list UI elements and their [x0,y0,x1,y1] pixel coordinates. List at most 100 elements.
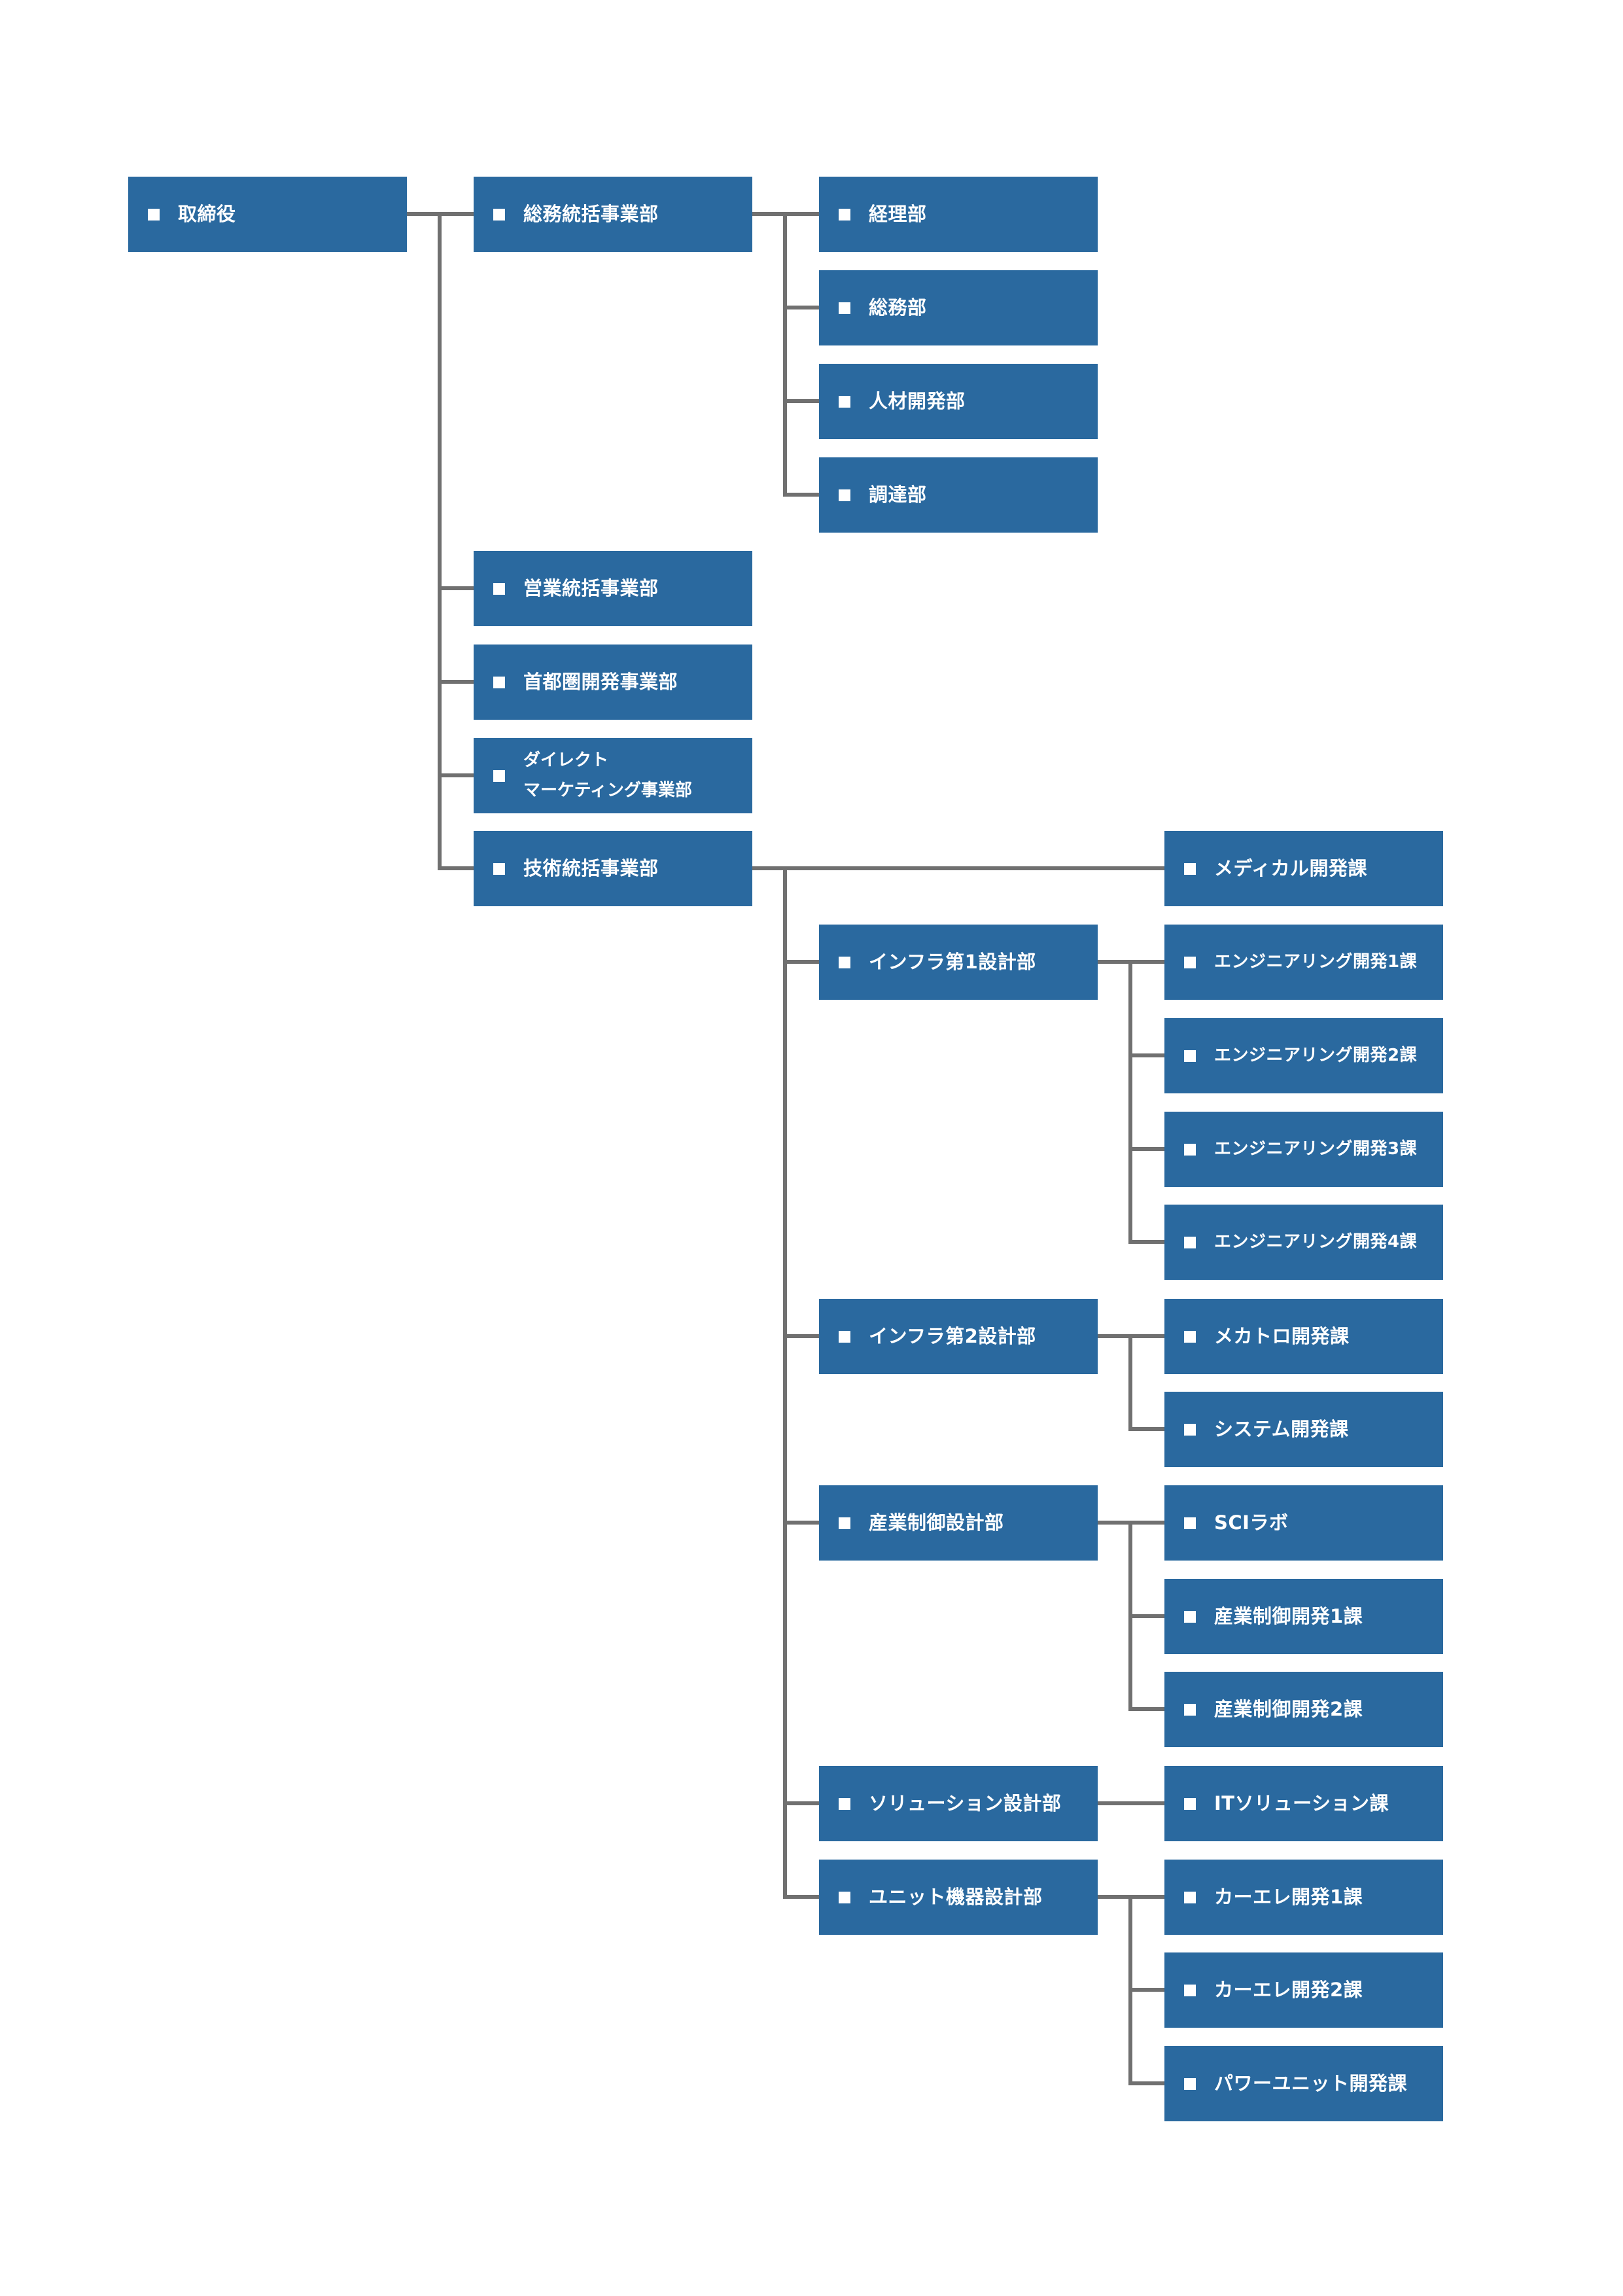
connector [1128,1334,1132,1431]
connector [1128,2081,1164,2085]
org-box-label: 首都圏開発事業部 [523,671,678,694]
connector [1128,1427,1164,1431]
square-bullet-icon [493,769,505,782]
org-box-mechatronics-section: メカトロ開発課 [1164,1299,1443,1374]
connector [783,1895,819,1899]
square-bullet-icon [839,489,850,501]
org-box-car-electronics2-section: カーエレ開発2課 [1164,1952,1443,2028]
org-box-label: 産業制御開発1課 [1214,1605,1363,1628]
connector [438,212,442,868]
square-bullet-icon [1184,1703,1196,1716]
org-box-accounting-dept: 経理部 [819,177,1098,252]
org-box-label: インフラ第2設計部 [869,1325,1036,1348]
org-box-car-electronics1-section: カーエレ開発1課 [1164,1860,1443,1935]
org-box-technology-division: 技術統括事業部 [474,831,752,906]
square-bullet-icon [1184,1236,1196,1248]
org-box-metro-division: 首都圏開発事業部 [474,645,752,720]
org-box-label: 技術統括事業部 [523,857,659,880]
square-bullet-icon [839,1330,850,1343]
org-box-label: 産業制御設計部 [869,1511,1004,1534]
square-bullet-icon [839,395,850,408]
square-bullet-icon [839,1797,850,1810]
connector [438,680,474,684]
connector [1128,1334,1164,1338]
square-bullet-icon [839,302,850,314]
square-bullet-icon [1184,1984,1196,1996]
org-box-industrial2-section: 産業制御開発2課 [1164,1672,1443,1747]
square-bullet-icon [148,208,160,221]
connector [1096,1521,1132,1525]
square-bullet-icon [1184,1423,1196,1436]
connector [783,212,787,495]
org-box-label: 人材開発部 [869,390,966,413]
org-box-label: メディカル開発課 [1214,857,1367,880]
square-bullet-icon [1184,1517,1196,1529]
square-bullet-icon [493,208,505,221]
connector [438,773,474,777]
connector [752,866,1164,870]
org-box-solution-dept: ソリューション設計部 [819,1766,1098,1841]
connector [783,212,819,216]
org-box-engineering1-section: エンジニアリング開発1課 [1164,925,1443,1000]
org-box-infra1-dept: インフラ第1設計部 [819,925,1098,1000]
connector [752,212,787,216]
square-bullet-icon [493,676,505,688]
org-box-label: エンジニアリング開発2課 [1214,1045,1418,1065]
connector [438,866,474,870]
square-bullet-icon [839,956,850,968]
square-bullet-icon [493,582,505,595]
org-box-label: エンジニアリング開発1課 [1214,951,1418,972]
org-box-sci-lab-section: SCIラボ [1164,1485,1443,1561]
org-box-it-solution-section: ITソリューション課 [1164,1766,1443,1841]
org-box-label: エンジニアリング開発3課 [1214,1139,1418,1159]
org-box-label: 総務部 [869,296,927,319]
square-bullet-icon [1184,2077,1196,2090]
org-box-procurement-dept: 調達部 [819,457,1098,533]
connector [783,306,819,309]
connector [438,586,474,590]
org-box-label: SCIラボ [1214,1511,1289,1534]
org-box-label: メカトロ開発課 [1214,1325,1350,1348]
connector [783,866,787,1899]
connector [1096,1895,1132,1899]
connector [1128,1240,1164,1244]
org-box-industrial1-section: 産業制御開発1課 [1164,1579,1443,1654]
org-box-engineering3-section: エンジニアリング開発3課 [1164,1112,1443,1187]
org-box-label: ダイレクト マーケティング事業部 [523,746,692,805]
square-bullet-icon [1184,1143,1196,1156]
org-box-medical-section: メディカル開発課 [1164,831,1443,906]
connector [1128,960,1164,964]
connector [1096,1334,1132,1338]
connector [783,960,819,964]
connector [1128,1521,1164,1525]
org-box-engineering4-section: エンジニアリング開発4課 [1164,1205,1443,1280]
connector [1096,960,1132,964]
connector [1128,960,1132,1244]
connector [1128,1053,1164,1057]
org-box-hr-development-dept: 人材開発部 [819,364,1098,439]
square-bullet-icon [1184,1610,1196,1623]
connector [783,1801,819,1805]
square-bullet-icon [1184,1330,1196,1343]
org-box-engineering2-section: エンジニアリング開発2課 [1164,1018,1443,1093]
org-box-general-affairs-division: 総務統括事業部 [474,177,752,252]
connector [783,1521,819,1525]
org-box-direct-marketing-division: ダイレクト マーケティング事業部 [474,738,752,813]
org-box-infra2-dept: インフラ第2設計部 [819,1299,1098,1374]
org-box-label: 産業制御開発2課 [1214,1698,1363,1721]
square-bullet-icon [493,862,505,875]
square-bullet-icon [1184,956,1196,968]
org-box-label: ユニット機器設計部 [869,1886,1043,1909]
org-box-label: 取締役 [178,203,236,226]
org-box-label: ソリューション設計部 [869,1792,1062,1815]
org-box-label: カーエレ開発2課 [1214,1979,1363,2002]
org-box-power-unit-section: パワーユニット開発課 [1164,2046,1443,2121]
connector [1128,1707,1164,1711]
org-box-label: パワーユニット開発課 [1214,2072,1408,2095]
connector [1128,1147,1164,1151]
org-box-label-line2: マーケティング事業部 [523,780,692,800]
connector [783,493,819,497]
org-box-label: ITソリューション課 [1214,1792,1389,1815]
org-box-label: 営業統括事業部 [523,577,659,600]
org-box-general-affairs-dept: 総務部 [819,270,1098,345]
